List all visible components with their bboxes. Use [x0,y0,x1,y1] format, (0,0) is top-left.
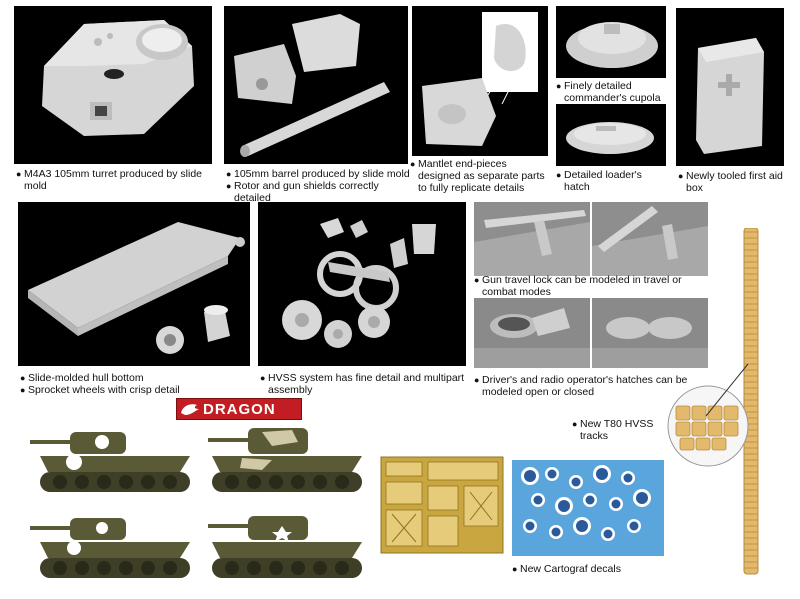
tracks-caption: ●New T80 HVSS tracks [572,418,654,442]
cupola-panel [556,6,666,78]
turret-caption: ●M4A3 105mm turret produced by slide mol… [16,168,203,192]
mantlet-caption: ●Mantlet end-pieces designed as separate… [410,158,545,194]
decal-sheet [512,460,664,556]
tank-profile-4 [208,516,362,578]
hvss-part-image [282,218,436,348]
travel-lock-caption: ●Gun travel lock can be modeled in trave… [474,274,682,298]
hull-part-image [28,222,245,354]
hvss-caption: ●HVSS system has fine detail and multipa… [260,372,465,396]
barrel-panel [224,6,408,164]
cupola-part-image [566,22,658,68]
turret-panel [14,6,212,164]
cupola-caption: ●Finely detailed commander's cupola [556,80,661,104]
hatches-photo-left [474,298,590,368]
mantlet-panel [412,6,548,156]
tank-profile-3 [30,518,190,578]
tracks-zoom-circle [667,385,749,467]
hvss-panel [258,202,466,366]
track-strip [743,228,759,575]
turret-part-image [42,20,194,136]
mantlet-part-image [422,12,538,146]
logo-text: DRAGON [203,400,276,418]
firstaid-part-image [696,38,764,154]
barrel-caption: ●105mm barrel produced by slide mold ●Ro… [226,168,410,204]
travel-lock-photo-left [474,202,590,276]
firstaid-panel [676,8,784,166]
hatch-part-image [566,122,654,154]
hull-panel [18,202,250,366]
hatches-caption: ●Driver's and radio operator's hatches c… [474,374,688,398]
hatch-panel [556,104,666,166]
dragon-logo: DRAGON [176,398,302,420]
firstaid-caption: ●Newly tooled first aid box [678,170,783,194]
hull-caption: ●Slide-molded hull bottom ●Sprocket whee… [20,372,180,396]
hatches-photo-right [592,298,708,368]
barrel-part-image [234,14,390,157]
decals-caption: ●New Cartograf decals [512,563,621,575]
photo-etch-fret [380,456,504,554]
tank-profile-1 [30,432,190,492]
dragon-emblem-icon [181,404,199,415]
travel-lock-photo-right [592,202,708,276]
hatch-caption: ●Detailed loader's hatch [556,169,642,193]
tracks-leader-line [705,363,749,417]
tank-profile-2 [208,428,362,492]
